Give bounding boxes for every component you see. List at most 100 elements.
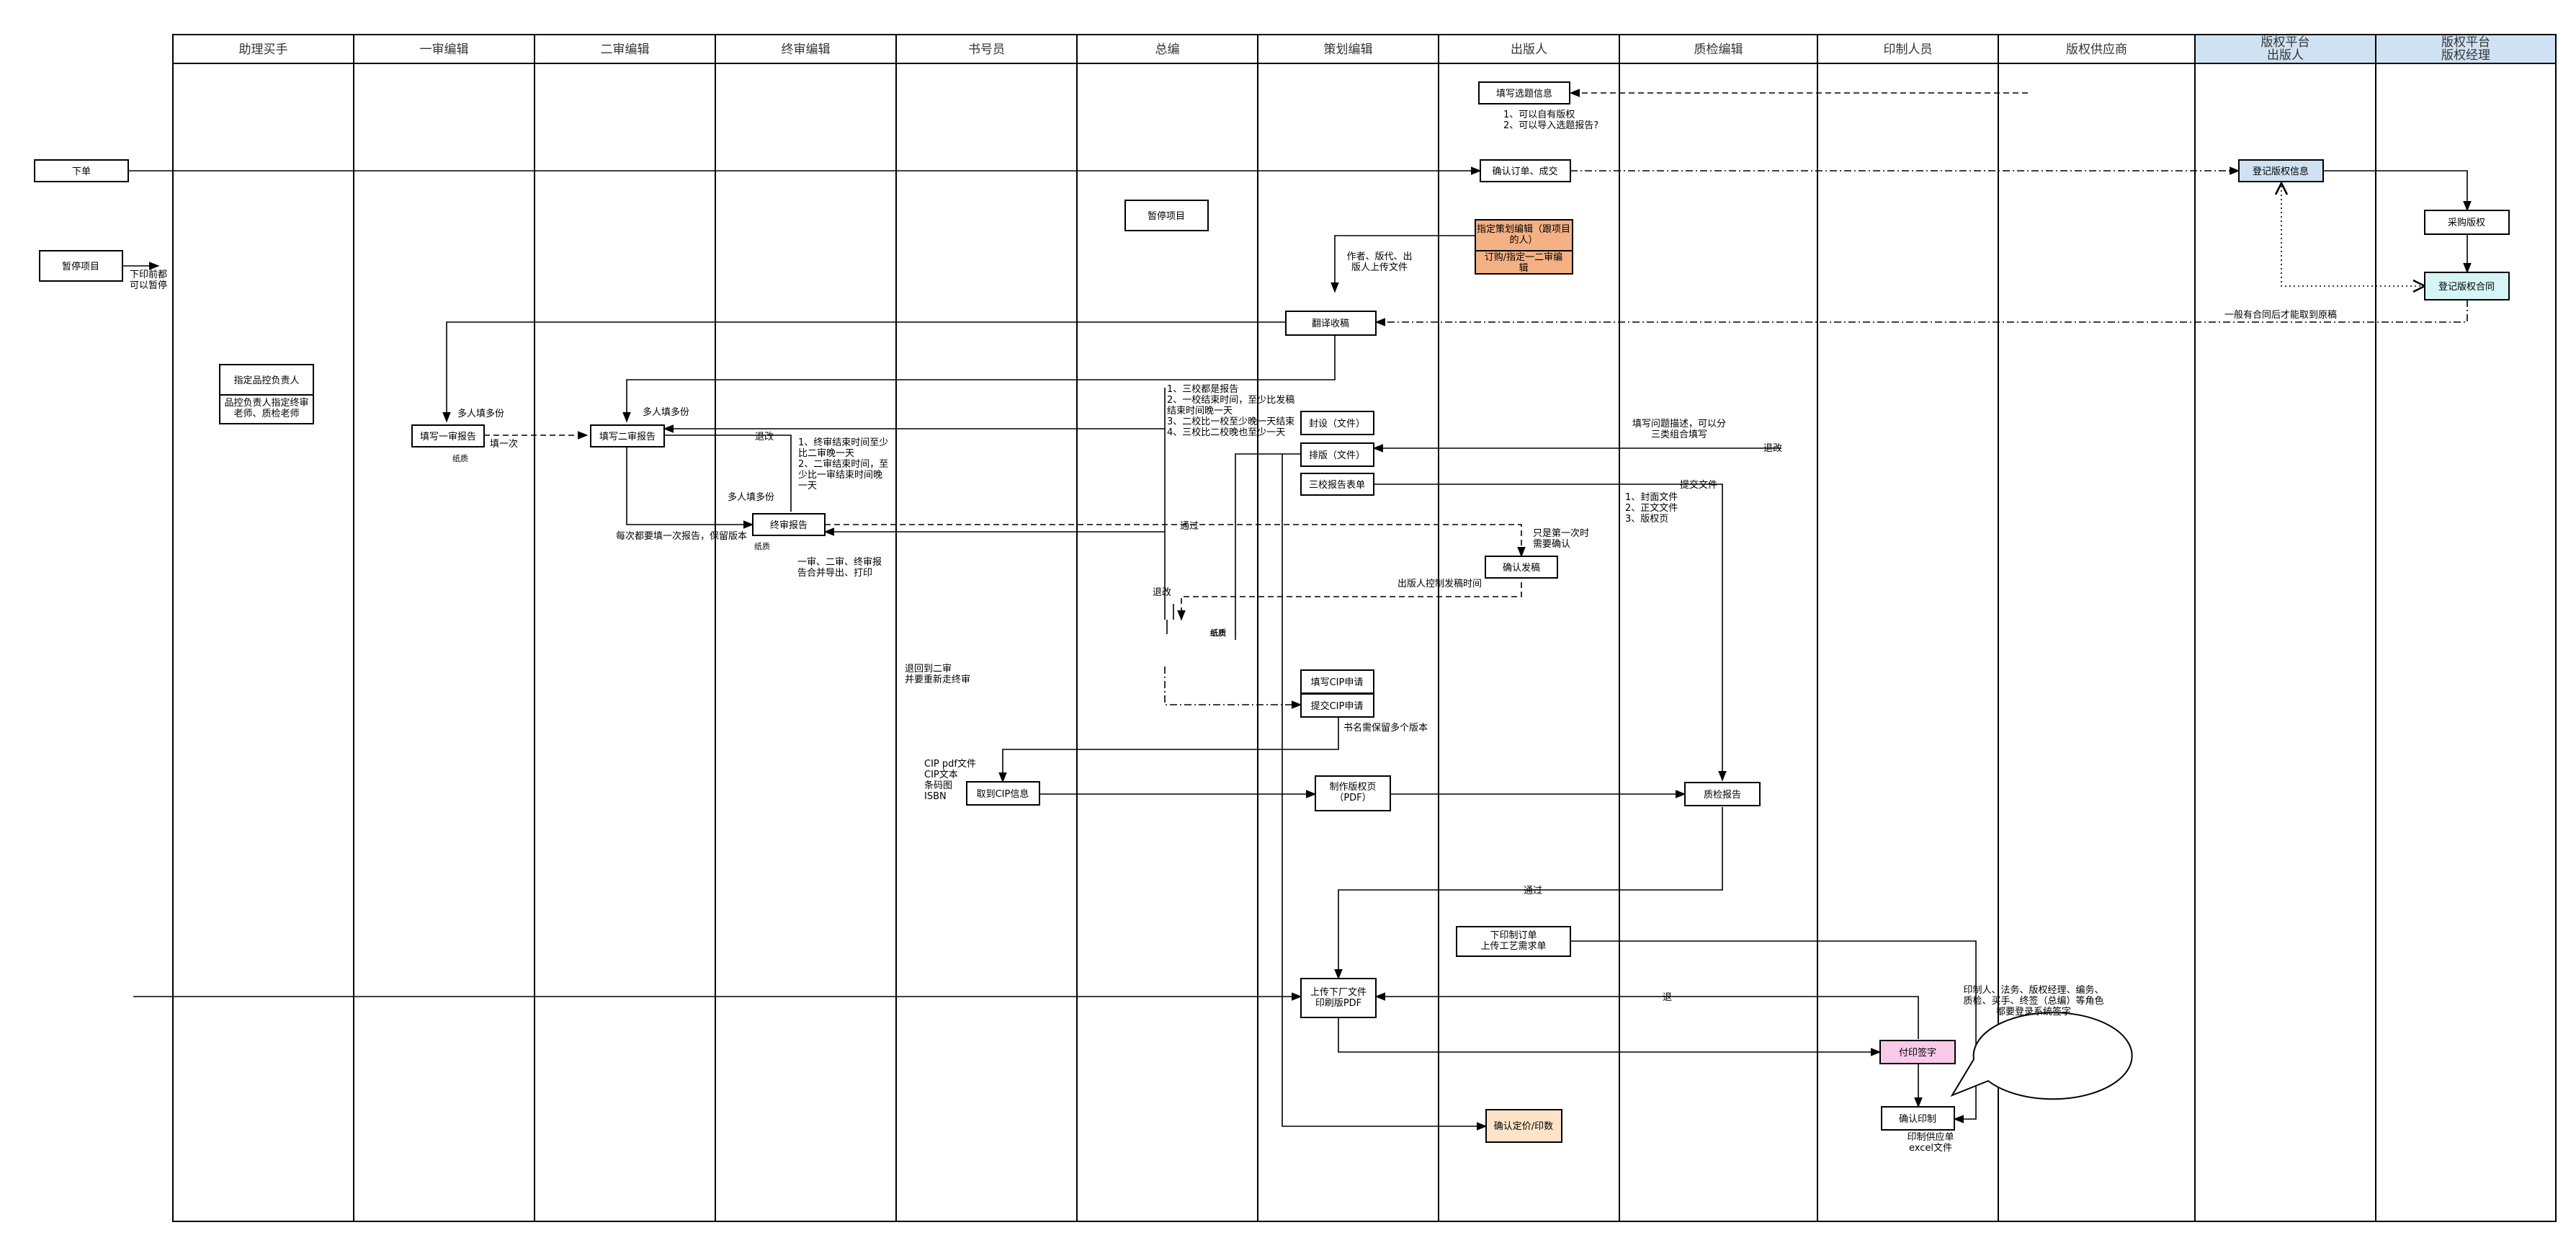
node-review-final[interactable]: 终审报告 <box>752 513 826 536</box>
node-review1[interactable]: 填写一审报告 <box>411 424 485 447</box>
node-cip-fill[interactable]: 填写CIP申请 <box>1300 669 1374 694</box>
node-pause-mid[interactable]: 暂停项目 <box>1124 200 1209 231</box>
svg-text:终审报告: 终审报告 <box>770 520 808 531</box>
node-confirm-printing[interactable]: 确认印制 <box>1881 1106 1955 1131</box>
note-change3: 退改 <box>1153 587 1171 598</box>
lane-8 <box>1619 34 1818 1222</box>
svg-text:下单: 下单 <box>72 166 91 177</box>
svg-text:封设（文件）: 封设（文件） <box>1309 419 1365 429</box>
svg-text:暂停项目: 暂停项目 <box>1148 210 1185 222</box>
lane-title-11: 出版人 <box>2267 48 2304 63</box>
node-reg-copyright[interactable]: 登记版权信息 <box>2238 159 2324 182</box>
node-buy-copyright[interactable]: 采购版权 <box>2424 210 2510 235</box>
note-once-confirm: 只是第一次时需要确认 <box>1533 527 1589 550</box>
lane-title-0: 助理买手 <box>239 43 288 57</box>
node-confirm-price[interactable]: 确认定价/印数 <box>1485 1109 1562 1143</box>
callout-roles: 印制人、法务、版权经理、编务、质检、买手、终签（总编）等角色都要登录系统签字 <box>1950 984 2133 1100</box>
node-confirm-order[interactable]: 确认订单、成交 <box>1480 159 1571 182</box>
svg-text:上传下厂文件印刷版PDF: 上传下厂文件印刷版PDF <box>1310 987 1367 1009</box>
svg-text:取到CIP信息: 取到CIP信息 <box>977 788 1029 800</box>
edge-upload-sign <box>1338 1017 1882 1056</box>
node-sign-print[interactable]: 付印签字 <box>1879 1040 1956 1064</box>
node-fill-topic[interactable]: 填写选题信息 <box>1478 81 1570 104</box>
node-qc-person[interactable]: 指定品控负责人 品控负责人指定终审老师、质检老师 <box>219 364 314 424</box>
note-multi2: 多人填多份 <box>643 406 689 418</box>
lane-11 <box>2194 34 2376 1222</box>
edges <box>122 89 2472 1131</box>
node-upload-factory[interactable]: 上传下厂文件印刷版PDF <box>1300 978 1377 1018</box>
node-cip-submit[interactable]: 提交CIP申请 <box>1300 693 1374 718</box>
edge-printorder-confirm <box>1570 940 1977 1123</box>
svg-text:制作版权页（PDF）: 制作版权页（PDF） <box>1329 781 1376 803</box>
node-qc-report[interactable]: 质检报告 <box>1684 782 1761 806</box>
lane-header-10 <box>1998 34 2196 64</box>
lane-3 <box>715 34 897 1222</box>
node-translate[interactable]: 翻译收稿 <box>1285 311 1377 336</box>
svg-text:填写选题信息: 填写选题信息 <box>1496 88 1552 99</box>
note-multi1: 多人填多份 <box>457 408 504 419</box>
note-author: 作者、版代、出版人上传文件 <box>1346 251 1412 273</box>
node-order[interactable]: 下单 <box>34 159 129 182</box>
node-review2[interactable]: 填写二审报告 <box>590 424 665 447</box>
lane-title-8: 质检编辑 <box>1694 43 1743 57</box>
lane-title-2: 二审编辑 <box>601 43 650 57</box>
node-get-cip[interactable]: 取到CIP信息 <box>966 781 1040 806</box>
svg-text:质检报告: 质检报告 <box>1704 790 1741 801</box>
svg-text:登记版权合同: 登记版权合同 <box>2438 281 2495 293</box>
svg-text:填写CIP申请: 填写CIP申请 <box>1311 677 1364 688</box>
lane-header-4 <box>895 34 1078 64</box>
svg-text:确认印制: 确认印制 <box>1899 1114 1936 1125</box>
edge-contract-translate <box>1374 300 2468 326</box>
edge-plan-price <box>1282 454 1488 1131</box>
node-pause-left[interactable]: 暂停项目 <box>39 250 123 282</box>
node-print-order[interactable]: 下印制订单上传工艺需求单 <box>1456 926 1571 957</box>
svg-text:下印制订单上传工艺需求单: 下印制订单上传工艺需求单 <box>1480 930 1546 952</box>
svg-text:翻译收稿: 翻译收稿 <box>1312 318 1349 329</box>
node-three-proof[interactable]: 三校报告表单 <box>1300 473 1374 496</box>
svg-text:指定品控负责人: 指定品控负责人 <box>233 375 299 386</box>
note-change2: 退改 <box>1763 443 1782 454</box>
edge-translate-review2 <box>622 335 1336 423</box>
note-back: 退回到二审并要重新走终审 <box>905 664 970 685</box>
lane-header-5 <box>1076 34 1258 64</box>
svg-text:暂停项目: 暂停项目 <box>62 261 99 272</box>
lane-header-8 <box>1619 34 1818 64</box>
note-publisher-ctrl: 出版人控制发稿时间 <box>1397 578 1482 589</box>
node-assign-12[interactable]: 订购/指定一二审编辑 <box>1475 250 1573 275</box>
svg-text:填写二审报告: 填写二审报告 <box>599 432 656 442</box>
lane-2 <box>534 34 716 1222</box>
edge-cipsubmit-get <box>998 717 1339 783</box>
lane-4 <box>895 34 1078 1222</box>
svg-text:确认定价/印数: 确认定价/印数 <box>1494 1121 1553 1132</box>
lane-header-12 <box>2375 34 2557 64</box>
svg-text:填写一审报告: 填写一审报告 <box>420 432 476 442</box>
note-paper3: 纸质 <box>1210 628 1226 638</box>
edge-proof-qc <box>1374 484 1727 782</box>
node-reg-contract[interactable]: 登记版权合同 <box>2424 272 2510 300</box>
edge-assign-translate <box>1331 235 1475 293</box>
note-contract: 一般有合同后才能取到原稿 <box>2224 309 2337 321</box>
lane-title-9: 印制人员 <box>1884 43 1933 57</box>
note-change1: 退改 <box>755 432 774 442</box>
node-make-page[interactable]: 制作版权页（PDF） <box>1315 775 1391 811</box>
lane-title-12: 版权平台 <box>2441 35 2490 50</box>
svg-text:印制人、法务、版权经理、编务、质检、买手、终签（总编）等角色: 印制人、法务、版权经理、编务、质检、买手、终签（总编）等角色都要登录系统签字 <box>1963 984 2103 1017</box>
edge-paper-layout <box>1235 453 1301 640</box>
edge-regcopy-buy <box>2323 170 2472 212</box>
note-each-review: 每次都要填一次报告，保留版本 <box>616 530 747 542</box>
lane-header-6 <box>1257 34 1439 64</box>
edge-review2-final <box>626 447 754 529</box>
lane-7 <box>1438 34 1620 1222</box>
node-confirm-print[interactable]: 确认发稿 <box>1485 556 1558 579</box>
svg-text:品控负责人指定终审老师、质检老师: 品控负责人指定终审老师、质检老师 <box>224 397 308 419</box>
node-layout[interactable]: 排版（文件） <box>1300 442 1374 467</box>
edge-qc-upload <box>1334 807 1723 980</box>
node-assign-editor[interactable]: 指定策划编辑（跟项目的人） <box>1475 219 1573 251</box>
note-pass1: 通过 <box>1180 521 1199 532</box>
node-cover[interactable]: 封设（文件） <box>1300 411 1374 435</box>
lane-1 <box>353 34 535 1222</box>
